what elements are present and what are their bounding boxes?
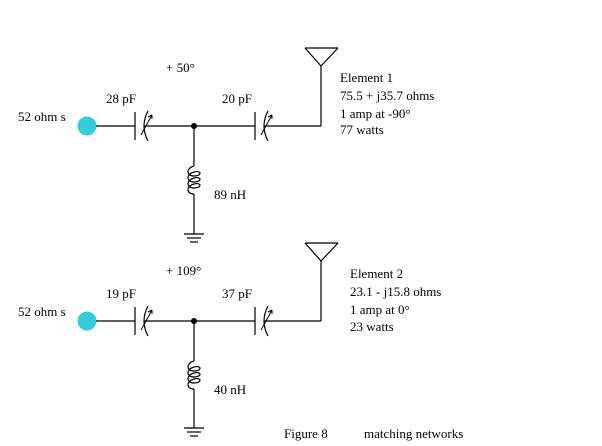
- figure-caption: Figure 8 matching networks: [284, 426, 463, 441]
- top-element-current: 1 amp at -90°: [340, 106, 411, 121]
- network-bottom: 52 ohm s + 109° 19 pF 37 pF 40 nH Elemen…: [18, 242, 441, 437]
- top-source-node[interactable]: [77, 116, 97, 136]
- top-inductor-label: 89 nH: [214, 187, 246, 202]
- top-cap2-label: 20 pF: [222, 91, 252, 106]
- caption-figure-number: Figure 8: [284, 426, 328, 441]
- top-cap1-label: 28 pF: [106, 91, 136, 106]
- bottom-element-title: Element 2: [350, 266, 403, 281]
- caption-title: matching networks: [364, 426, 463, 441]
- top-inductor[interactable]: [187, 165, 201, 195]
- top-source-label: 52 ohm s: [18, 109, 66, 124]
- top-element-impedance: 75.5 + j35.7 ohms: [340, 88, 434, 103]
- top-element-power: 77 watts: [340, 122, 384, 137]
- top-ground-icon: [184, 233, 204, 243]
- bottom-cap2-label: 37 pF: [222, 286, 252, 301]
- bottom-element-impedance: 23.1 - j15.8 ohms: [350, 284, 441, 299]
- bottom-source-label: 52 ohm s: [18, 304, 66, 319]
- bottom-inductor-label: 40 nH: [214, 382, 246, 397]
- top-antenna-icon: [304, 47, 339, 126]
- bottom-phase-label: + 109°: [166, 263, 201, 278]
- bottom-inductor[interactable]: [187, 360, 201, 390]
- bottom-element-power: 23 watts: [350, 319, 394, 334]
- bottom-antenna-icon: [304, 242, 339, 321]
- bottom-capacitor-2[interactable]: [254, 305, 273, 337]
- bottom-ground-icon: [184, 427, 204, 437]
- bottom-source-node[interactable]: [77, 311, 97, 331]
- top-phase-label: + 50°: [166, 60, 195, 75]
- bottom-element-current: 1 amp at 0°: [350, 302, 410, 317]
- top-element-title: Element 1: [340, 70, 393, 85]
- network-top: 52 ohm s + 50° 28 pF 20 pF 89 nH Element…: [18, 47, 434, 243]
- bottom-cap1-label: 19 pF: [106, 286, 136, 301]
